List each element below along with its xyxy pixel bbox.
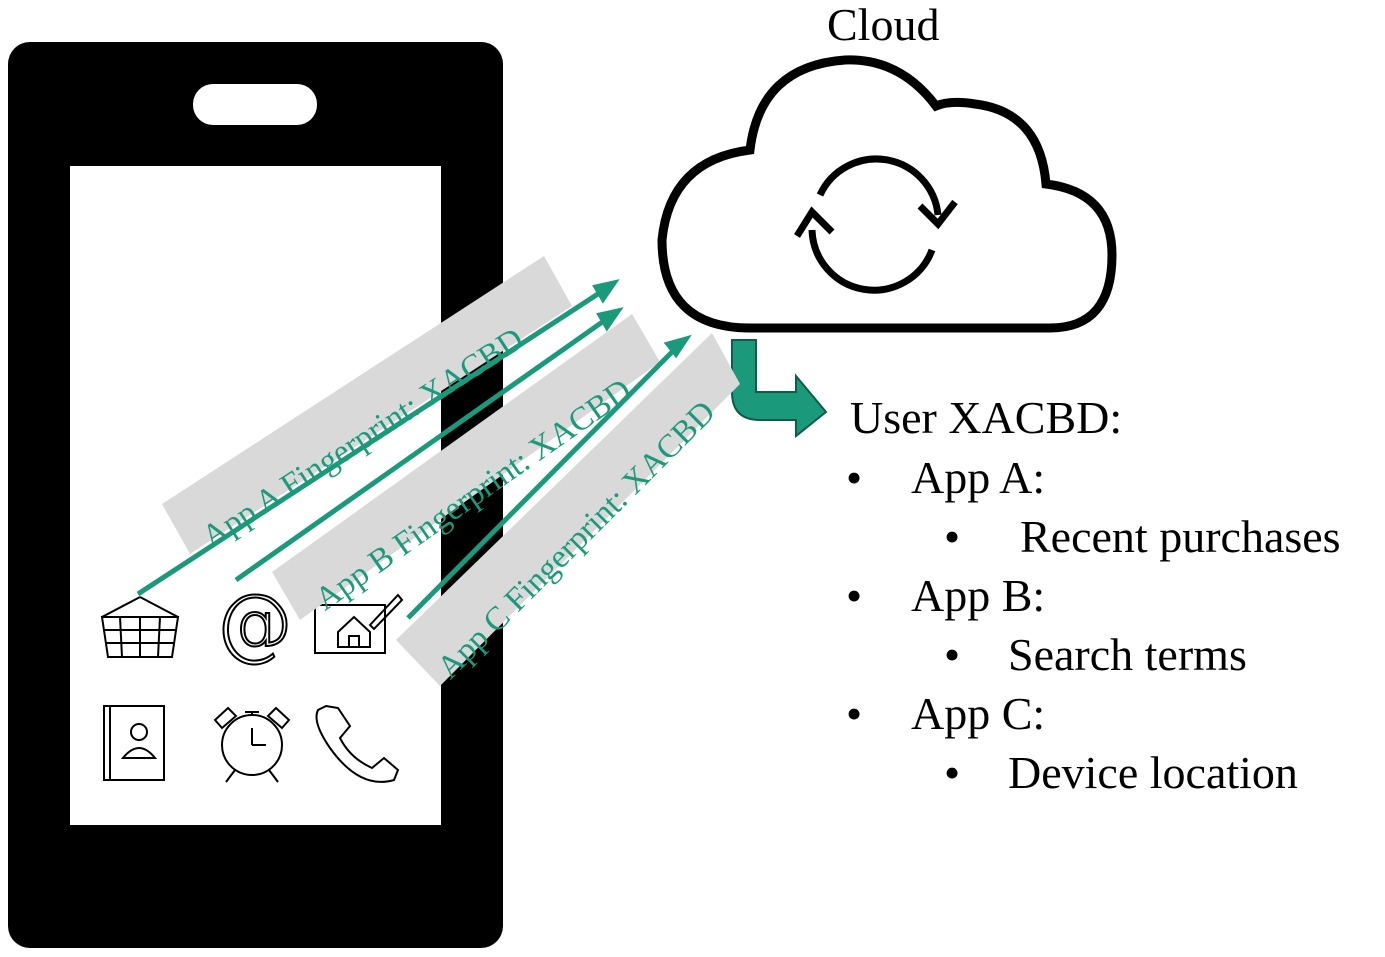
bullet-app-b: • <box>846 570 863 621</box>
fingerprint-band-c <box>396 333 740 686</box>
bullet-app-c: • <box>846 688 863 739</box>
app-b-name: App B: <box>911 570 1046 621</box>
bullet-app-a-detail: • <box>944 511 961 562</box>
arrowhead-app-b <box>596 307 624 332</box>
bullet-app-c-detail: • <box>944 747 961 798</box>
arrowhead-app-c <box>663 334 692 359</box>
app-c-name: App C: <box>911 688 1046 739</box>
alarm-clock-icon <box>213 706 291 783</box>
app-a-name: App A: <box>911 452 1046 503</box>
fingerprint-arrows <box>136 279 692 620</box>
sync-icon <box>794 155 958 294</box>
bullet-app-a: • <box>846 452 863 503</box>
app-c-detail: Device location <box>1008 747 1298 798</box>
fingerprint-band-b <box>272 314 660 620</box>
basket-icon <box>100 596 180 658</box>
down-right-arrow <box>731 339 828 439</box>
contacts-book-icon <box>103 705 165 781</box>
fingerprint-band-a <box>162 256 572 554</box>
arrow-app-b <box>234 315 610 583</box>
app-b-detail: Search terms <box>1008 629 1247 680</box>
phone-icon <box>315 704 400 783</box>
app-a-detail: Recent purchases <box>1020 511 1341 562</box>
arrow-app-a <box>136 287 606 597</box>
cloud-title: Cloud <box>827 0 940 50</box>
arrow-app-c <box>406 346 678 620</box>
bullet-app-b-detail: • <box>944 629 961 680</box>
user-heading: User XACBD: <box>850 392 1123 443</box>
house-sign-icon <box>314 593 404 654</box>
phone-speaker <box>193 84 317 125</box>
arrowhead-app-a <box>592 279 620 304</box>
cloud-shape <box>657 55 1117 333</box>
fingerprint-bands <box>162 256 740 686</box>
at-sign-icon: @ <box>215 579 293 669</box>
